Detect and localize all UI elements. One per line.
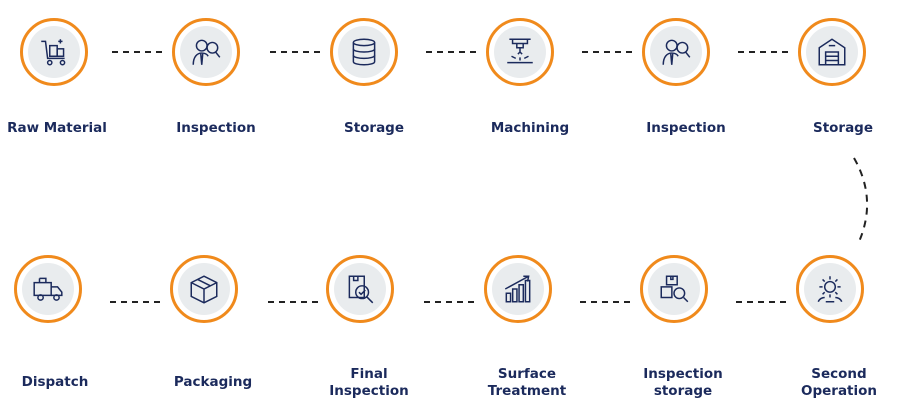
inspector-magnifier-icon <box>662 39 691 65</box>
connector-line <box>110 301 160 303</box>
storage-database-icon <box>352 38 376 66</box>
warehouse-icon <box>818 38 846 66</box>
step-label: Second Operation <box>800 366 878 399</box>
step-inspection-2 <box>642 18 710 86</box>
connector-line <box>580 301 630 303</box>
step-inspection-storage <box>640 255 708 323</box>
step-final-inspection <box>326 255 394 323</box>
step-machining <box>486 18 554 86</box>
connector-line <box>112 51 162 53</box>
step-label: Inspection <box>176 120 256 136</box>
step-packaging <box>170 255 238 323</box>
connector-curve <box>853 157 868 245</box>
step-label: Inspection <box>646 120 726 136</box>
growth-chart-icon <box>504 275 531 303</box>
step-label: Storage <box>812 120 874 136</box>
package-box-icon <box>190 275 218 304</box>
delivery-truck-icon <box>33 277 63 301</box>
step-dispatch <box>14 255 82 323</box>
raw-material-cart-icon <box>41 39 66 66</box>
connector-line <box>268 301 318 303</box>
document-check-icon <box>348 275 374 304</box>
step-label: Surface Treatment <box>487 366 567 399</box>
connector-line <box>736 301 786 303</box>
connector-line <box>582 51 632 53</box>
step-label: Machining <box>490 120 570 136</box>
gear-cog-icon <box>817 276 843 303</box>
step-second-operation <box>796 255 864 323</box>
connector-line <box>270 51 320 53</box>
step-label: Dispatch <box>21 374 89 390</box>
step-storage-2 <box>798 18 866 86</box>
machining-laser-icon <box>507 38 533 64</box>
connector-line <box>738 51 788 53</box>
step-storage <box>330 18 398 86</box>
step-raw-material <box>20 18 88 86</box>
inspector-magnifier-icon <box>192 39 221 65</box>
step-surface-treatment <box>484 255 552 323</box>
box-search-icon <box>660 275 689 303</box>
step-label: Inspection storage <box>643 366 723 399</box>
step-label: Raw Material <box>7 120 107 136</box>
connector-line <box>424 301 474 303</box>
connector-line <box>426 51 476 53</box>
step-label: Final Inspection <box>329 366 409 399</box>
step-label: Storage <box>343 120 405 136</box>
step-inspection <box>172 18 240 86</box>
step-label: Packaging <box>173 374 253 390</box>
